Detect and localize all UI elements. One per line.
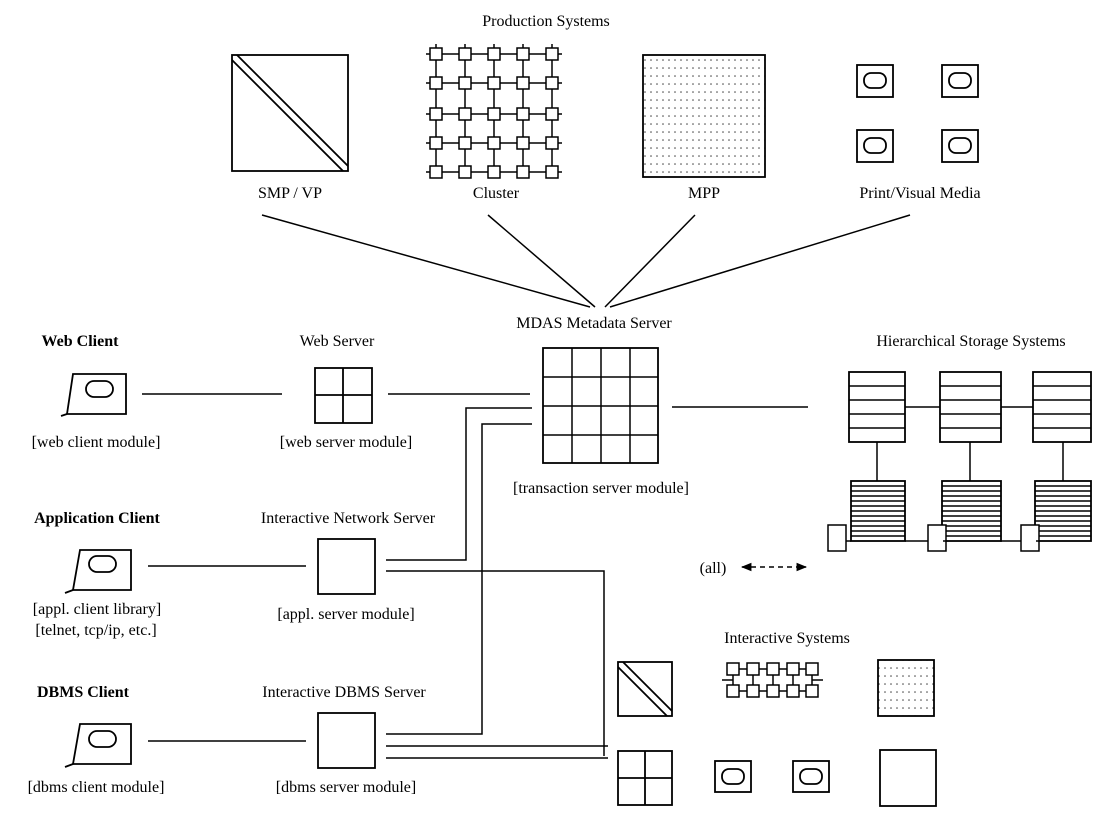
dbms-client-laptop-icon	[64, 723, 132, 768]
interactive-dbms-server-title: Interactive DBMS Server	[262, 684, 426, 701]
print-visual-media-label: Print/Visual Media	[859, 185, 980, 202]
interactive-web-server-icon	[617, 750, 673, 806]
interactive-dbms-server-module: [dbms server module]	[276, 779, 416, 796]
application-client-title: Application Client	[34, 510, 160, 527]
web-client-laptop-icon	[60, 373, 127, 417]
mpp-icon	[642, 54, 766, 178]
interactive-cluster-node	[786, 684, 800, 698]
cluster-node	[429, 165, 443, 179]
interactive-mpp-icon	[877, 659, 935, 717]
print-visual-media-icon	[856, 64, 979, 163]
cluster-node	[545, 136, 559, 150]
interactive-cluster-node	[746, 662, 760, 676]
cluster-node	[458, 136, 472, 150]
web-client-title: Web Client	[42, 333, 120, 350]
mdas-title: MDAS Metadata Server	[516, 315, 672, 332]
cluster-node	[516, 47, 530, 61]
cluster-icon	[426, 44, 562, 179]
production-systems-title: Production Systems	[482, 13, 610, 30]
cluster-node	[545, 47, 559, 61]
interactive-media-icon	[714, 760, 830, 793]
mpp-label: MPP	[688, 185, 720, 202]
cluster-node	[458, 165, 472, 179]
cluster-node	[516, 107, 530, 121]
cluster-node	[487, 76, 501, 90]
cluster-label: Cluster	[473, 185, 520, 202]
interactive-cluster-node	[805, 662, 819, 676]
interactive-cluster-node	[766, 684, 780, 698]
all-label: (all)	[700, 560, 727, 577]
cluster-node	[545, 76, 559, 90]
storage-rack-top	[939, 371, 1002, 443]
cluster-node	[516, 165, 530, 179]
cluster-node	[545, 165, 559, 179]
interactive-generic-server-icon	[879, 749, 937, 807]
storage-rack-top	[848, 371, 906, 443]
production-connector-lines	[261, 214, 911, 308]
cluster-node	[429, 136, 443, 150]
interactive-cluster-icon	[722, 662, 823, 698]
application-client-laptop-icon	[64, 549, 132, 594]
web-server-module: [web server module]	[280, 434, 412, 451]
smp-vp-icon	[231, 54, 349, 172]
interactive-smp-icon	[617, 661, 673, 717]
dbms-client-module: [dbms client module]	[28, 779, 165, 796]
interactive-cluster-node	[786, 662, 800, 676]
cluster-node	[458, 76, 472, 90]
application-client-protocols: [telnet, tcp/ip, etc.]	[35, 622, 156, 639]
network-to-mdas-links	[386, 407, 605, 756]
interactive-network-server-module: [appl. server module]	[277, 606, 414, 623]
interactive-cluster-node	[726, 684, 740, 698]
cluster-node	[516, 136, 530, 150]
web-client-module: [web client module]	[32, 434, 161, 451]
web-server-title: Web Server	[300, 333, 375, 350]
cluster-node	[487, 107, 501, 121]
cluster-node	[458, 107, 472, 121]
cluster-node	[516, 76, 530, 90]
interactive-systems-title: Interactive Systems	[724, 630, 850, 647]
interactive-dbms-server-icon	[317, 712, 376, 769]
hierarchical-storage-icon	[827, 371, 1092, 552]
smp-vp-label: SMP / VP	[258, 185, 322, 202]
storage-rack-top	[1032, 371, 1092, 443]
dbms-to-mdas-links	[386, 423, 608, 759]
cluster-node	[487, 165, 501, 179]
mdas-module: [transaction server module]	[513, 480, 689, 497]
mdas-server-icon	[542, 347, 659, 464]
cluster-node	[429, 107, 443, 121]
interactive-cluster-node	[766, 662, 780, 676]
cluster-node	[458, 47, 472, 61]
cluster-node	[487, 136, 501, 150]
interactive-network-server-title: Interactive Network Server	[261, 510, 436, 527]
interactive-cluster-node	[746, 684, 760, 698]
dbms-client-title: DBMS Client	[37, 684, 130, 701]
cluster-node	[429, 76, 443, 90]
cluster-node	[545, 107, 559, 121]
hierarchical-storage-title: Hierarchical Storage Systems	[876, 333, 1065, 350]
interactive-cluster-node	[726, 662, 740, 676]
web-server-icon	[314, 367, 373, 424]
interactive-cluster-node	[805, 684, 819, 698]
cluster-node	[429, 47, 443, 61]
application-client-library: [appl. client library]	[33, 601, 161, 618]
interactive-network-server-icon	[317, 538, 376, 595]
cluster-node	[487, 47, 501, 61]
client-server-links	[142, 393, 530, 742]
